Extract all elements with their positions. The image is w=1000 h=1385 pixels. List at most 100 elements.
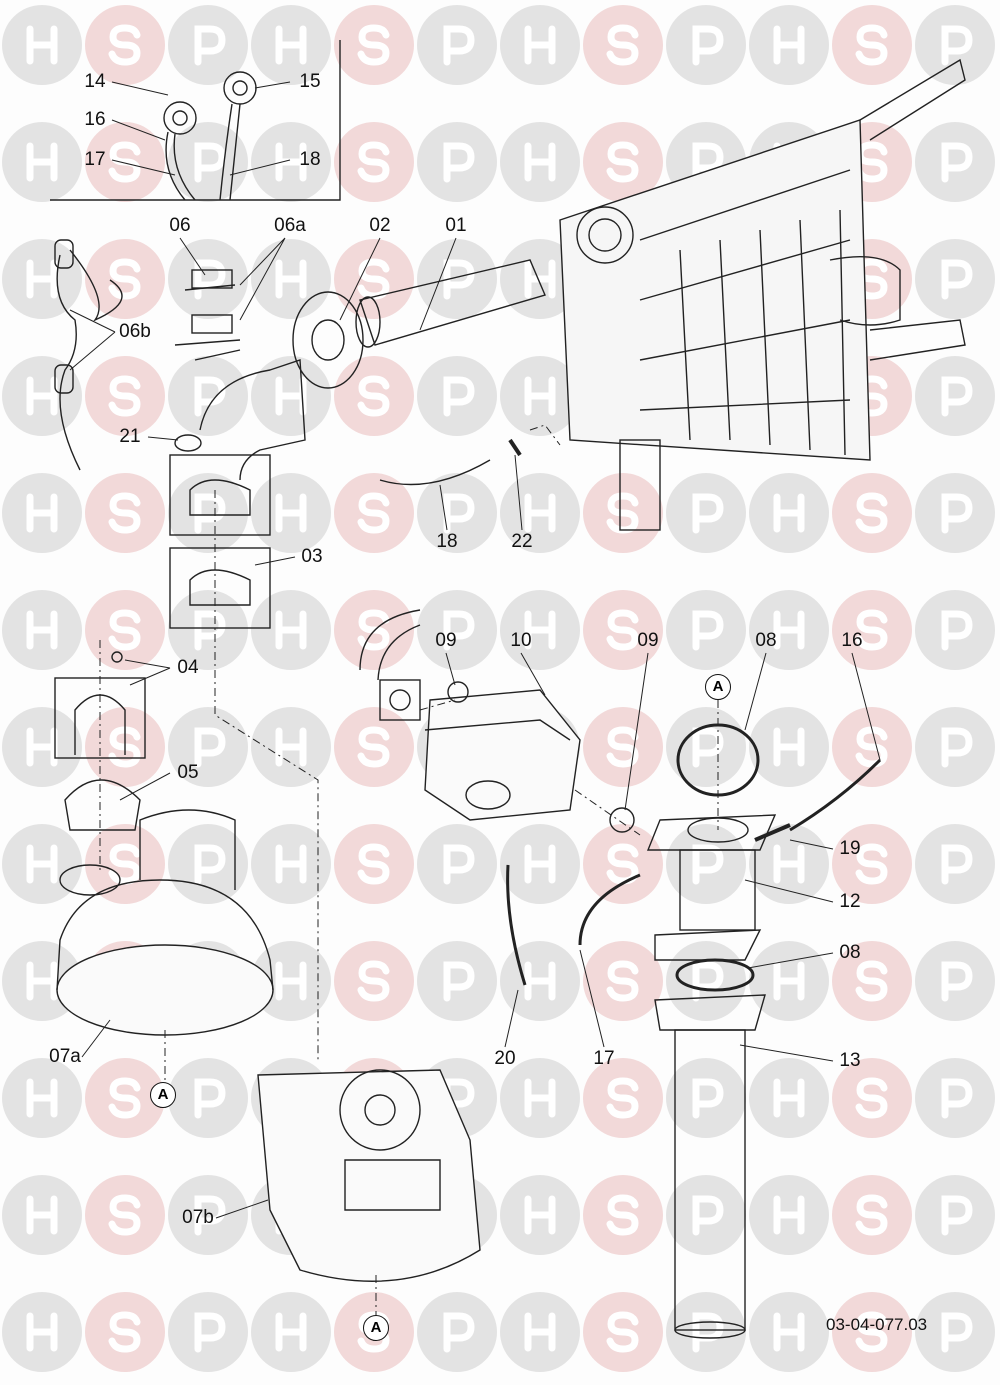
watermark-h-circle (749, 1175, 829, 1255)
watermark-h-glyph (524, 376, 556, 416)
watermark-s-glyph (606, 1077, 639, 1119)
callout-16: 16 (841, 630, 863, 651)
watermark-p-glyph (941, 259, 973, 300)
watermark-s-glyph (108, 258, 141, 300)
watermark-s-circle (583, 824, 663, 904)
watermark-h-glyph (26, 610, 58, 650)
watermark-p-glyph (941, 493, 973, 534)
watermark-p-circle (168, 122, 248, 202)
watermark-p-glyph (194, 727, 226, 768)
watermark-h-glyph (524, 1195, 556, 1235)
watermark-h-circle (251, 5, 331, 85)
watermark-p-glyph (443, 1312, 475, 1353)
watermark-p-glyph (194, 1078, 226, 1119)
watermark-h-glyph (524, 844, 556, 884)
watermark-h-circle (251, 590, 331, 670)
watermark-p-circle (915, 356, 995, 436)
watermark-p-circle (915, 473, 995, 553)
callout-19: 19 (839, 838, 861, 859)
watermark-s-glyph (855, 375, 888, 417)
watermark-h-circle (251, 824, 331, 904)
leader-lines (69, 81, 881, 1219)
watermark-p-glyph (692, 1195, 724, 1236)
watermark-p-glyph (692, 610, 724, 651)
watermark-h-glyph (773, 610, 805, 650)
watermark-p-glyph (941, 25, 973, 66)
watermark-h-glyph (773, 1195, 805, 1235)
watermark-h-glyph (773, 961, 805, 1001)
watermark-h-glyph (26, 961, 58, 1001)
callout-02: 02 (369, 215, 391, 236)
watermark-p-glyph (194, 25, 226, 66)
watermark-h-circle (500, 1058, 580, 1138)
watermark-s-glyph (357, 726, 390, 768)
watermark-h-glyph (275, 727, 307, 767)
watermark-p-glyph (941, 376, 973, 417)
hose-20 (506, 864, 527, 986)
watermark-h-circle (2, 707, 82, 787)
watermark-s-glyph (108, 609, 141, 651)
watermark-h-glyph (275, 610, 307, 650)
watermark-p-circle (915, 239, 995, 319)
watermark-h-glyph (275, 961, 307, 1001)
watermark-p-circle (417, 941, 497, 1021)
watermark-h-glyph (773, 844, 805, 884)
watermark-p-glyph (692, 727, 724, 768)
watermark-h-circle (749, 707, 829, 787)
watermark-s-glyph (357, 24, 390, 66)
watermark-p-glyph (941, 727, 973, 768)
watermark-p-glyph (443, 961, 475, 1002)
watermark-s-circle (85, 1175, 165, 1255)
watermark-h-circle (2, 239, 82, 319)
watermark-h-circle (500, 239, 580, 319)
watermark-h-glyph (524, 1312, 556, 1352)
watermark-p-glyph (941, 1312, 973, 1353)
o-ring-08b (675, 958, 755, 992)
watermark-s-glyph (357, 843, 390, 885)
watermark-s-circle (583, 5, 663, 85)
watermark-s-glyph (357, 141, 390, 183)
watermark-s-glyph (855, 1194, 888, 1236)
watermark-s-glyph (606, 960, 639, 1002)
watermark-h-glyph (773, 727, 805, 767)
watermark-s-circle (334, 824, 414, 904)
section-marker-a: A (363, 1315, 389, 1341)
watermark-s-glyph (855, 609, 888, 651)
watermark-s-circle (85, 5, 165, 85)
callout-08: 08 (755, 630, 777, 651)
assembly-centerlines (99, 424, 719, 1315)
watermark-s-circle (85, 1058, 165, 1138)
watermark-p-glyph (194, 1312, 226, 1353)
watermark-p-glyph (194, 142, 226, 183)
callout-15: 15 (299, 71, 321, 92)
watermark-h-glyph (275, 844, 307, 884)
watermark-s-circle (583, 122, 663, 202)
watermark-h-circle (251, 941, 331, 1021)
watermark-p-glyph (941, 1078, 973, 1119)
watermark-s-circle (832, 1175, 912, 1255)
callout-10: 10 (510, 630, 532, 651)
watermark-s-glyph (855, 141, 888, 183)
watermark-h-glyph (26, 142, 58, 182)
hose-17 (578, 873, 641, 946)
watermark-p-circle (915, 824, 995, 904)
watermark-h-glyph (26, 1078, 58, 1118)
watermark-p-circle (168, 1175, 248, 1255)
watermark-s-glyph (855, 843, 888, 885)
watermark-s-glyph (855, 1311, 888, 1353)
watermark-s-circle (334, 707, 414, 787)
watermark-p-circle (417, 5, 497, 85)
watermark-s-glyph (108, 492, 141, 534)
watermark-s-glyph (108, 843, 141, 885)
watermark-s-circle (334, 5, 414, 85)
watermark-p-glyph (941, 961, 973, 1002)
watermark-p-glyph (194, 1195, 226, 1236)
fan-07a (56, 809, 274, 1036)
watermark-s-circle (832, 5, 912, 85)
watermark-p-circle (915, 1175, 995, 1255)
callout-08: 08 (839, 942, 861, 963)
watermark-h-circle (500, 824, 580, 904)
watermark-h-circle (500, 590, 580, 670)
watermark-p-glyph (941, 142, 973, 183)
watermark-h-circle (749, 590, 829, 670)
